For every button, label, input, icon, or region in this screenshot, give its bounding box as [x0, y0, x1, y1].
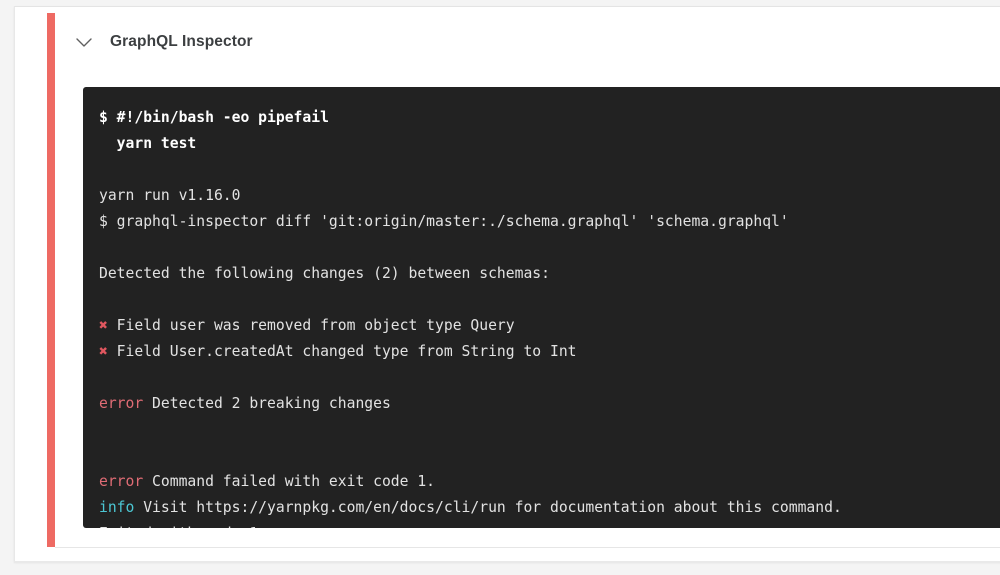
terminal-output[interactable]: $ #!/bin/bash -eo pipefail yarn test yar… [83, 87, 1000, 528]
step-title: GraphQL Inspector [110, 33, 253, 50]
card-bottom-edge [14, 561, 1000, 563]
terminal-line-blank-5 [99, 417, 999, 443]
terminal-line-text: Field User.createdAt changed type from S… [107, 343, 577, 360]
breaking-change-marker: ✖ [99, 317, 108, 334]
terminal-line-blank-2 [99, 235, 999, 261]
terminal-line-change-1: ✖ Field user was removed from object typ… [99, 313, 999, 339]
terminal-line-cmd-1: $ #!/bin/bash -eo pipefail [99, 109, 329, 126]
terminal-line-info-1: info Visit https://yarnpkg.com/en/docs/c… [99, 495, 999, 521]
terminal-line-change-2: ✖ Field User.createdAt changed type from… [99, 339, 999, 365]
chevron-down-icon[interactable] [71, 29, 97, 55]
terminal-line-out-4: Exited with code 1 [99, 521, 999, 528]
terminal-line-err-1: error Detected 2 breaking changes [99, 391, 999, 417]
step-status-bar [47, 13, 55, 547]
build-step-card: GraphQL Inspector $ #!/bin/bash -eo pipe… [14, 6, 1000, 562]
terminal-line-text: Field user was removed from object type … [107, 317, 515, 334]
terminal-error-label: error [99, 395, 144, 412]
terminal-line-blank-6 [99, 443, 999, 469]
terminal-line-text: Detected 2 breaking changes [143, 395, 391, 412]
terminal-line-out-1: yarn run v1.16.0 [99, 187, 241, 204]
terminal-line-blank-4 [99, 365, 999, 391]
terminal-line-text: Visit https://yarnpkg.com/en/docs/cli/ru… [134, 499, 842, 516]
terminal-line-blank-1 [99, 157, 999, 183]
terminal-line-cmd-2: yarn test [99, 135, 197, 152]
step-divider [55, 547, 1000, 548]
terminal-line-out-2: $ graphql-inspector diff 'git:origin/mas… [99, 213, 789, 230]
breaking-change-marker: ✖ [99, 343, 108, 360]
terminal-info-label: info [99, 499, 135, 516]
terminal-error-label: error [99, 473, 144, 490]
terminal-line-text: Command failed with exit code 1. [143, 473, 436, 490]
terminal-line-blank-3 [99, 287, 999, 313]
terminal-line-err-2: error Command failed with exit code 1. [99, 469, 999, 495]
step-header[interactable]: GraphQL Inspector [71, 25, 253, 59]
terminal-line-out-3: Detected the following changes (2) betwe… [99, 265, 550, 282]
